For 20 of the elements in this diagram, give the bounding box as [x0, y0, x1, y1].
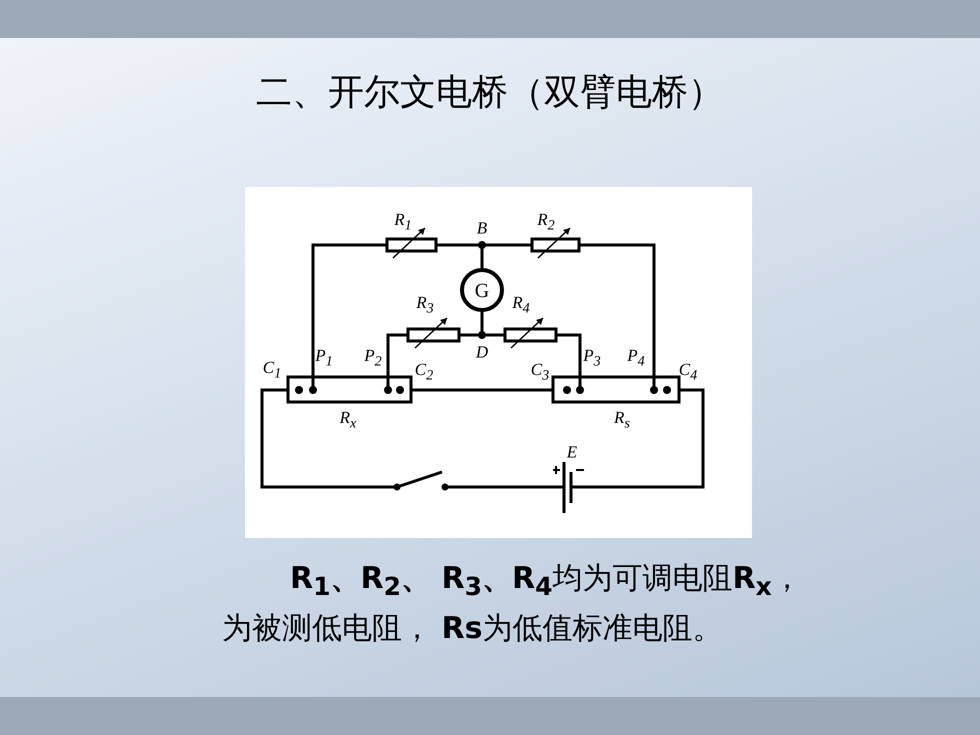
node-label: B — [476, 220, 488, 236]
slide-title: 二、开尔文电桥（双臂电桥） — [255, 71, 725, 115]
battery-label: E — [566, 444, 578, 460]
resistor-label: R$_{4}$ — [512, 294, 530, 316]
terminal-label: P$_{4}$ — [627, 347, 645, 369]
resistor-label: R$_{1}$ — [394, 211, 412, 233]
resistor-label: R$_{2}$ — [537, 211, 555, 233]
terminal-label: P$_{2}$ — [364, 347, 382, 369]
terminal-label: P$_{3}$ — [583, 347, 601, 369]
terminal-label: C$_{4}$ — [678, 361, 698, 383]
terminal-label: C$_{2}$ — [414, 361, 434, 383]
terminal-label: P$_{1}$ — [315, 347, 333, 369]
resistor-label: R$_{3}$ — [416, 294, 434, 316]
terminal-label: C$_{3}$ — [530, 361, 550, 383]
terminal-label: C$_{1}$ — [262, 359, 282, 381]
node-label: D — [476, 344, 488, 360]
galvanometer-label: G — [474, 281, 490, 301]
resistor-label: R$_{x}$ — [340, 409, 356, 431]
resistor-label: R$_{s}$ — [614, 409, 630, 431]
caption-paragraph: R$_{1}$、R$_{2}$、 R$_{3}$、R$_{4}$均为可调电阻R$_{x}$，为被测低电阻， Rs为低值标准电阻。 — [222, 560, 803, 648]
